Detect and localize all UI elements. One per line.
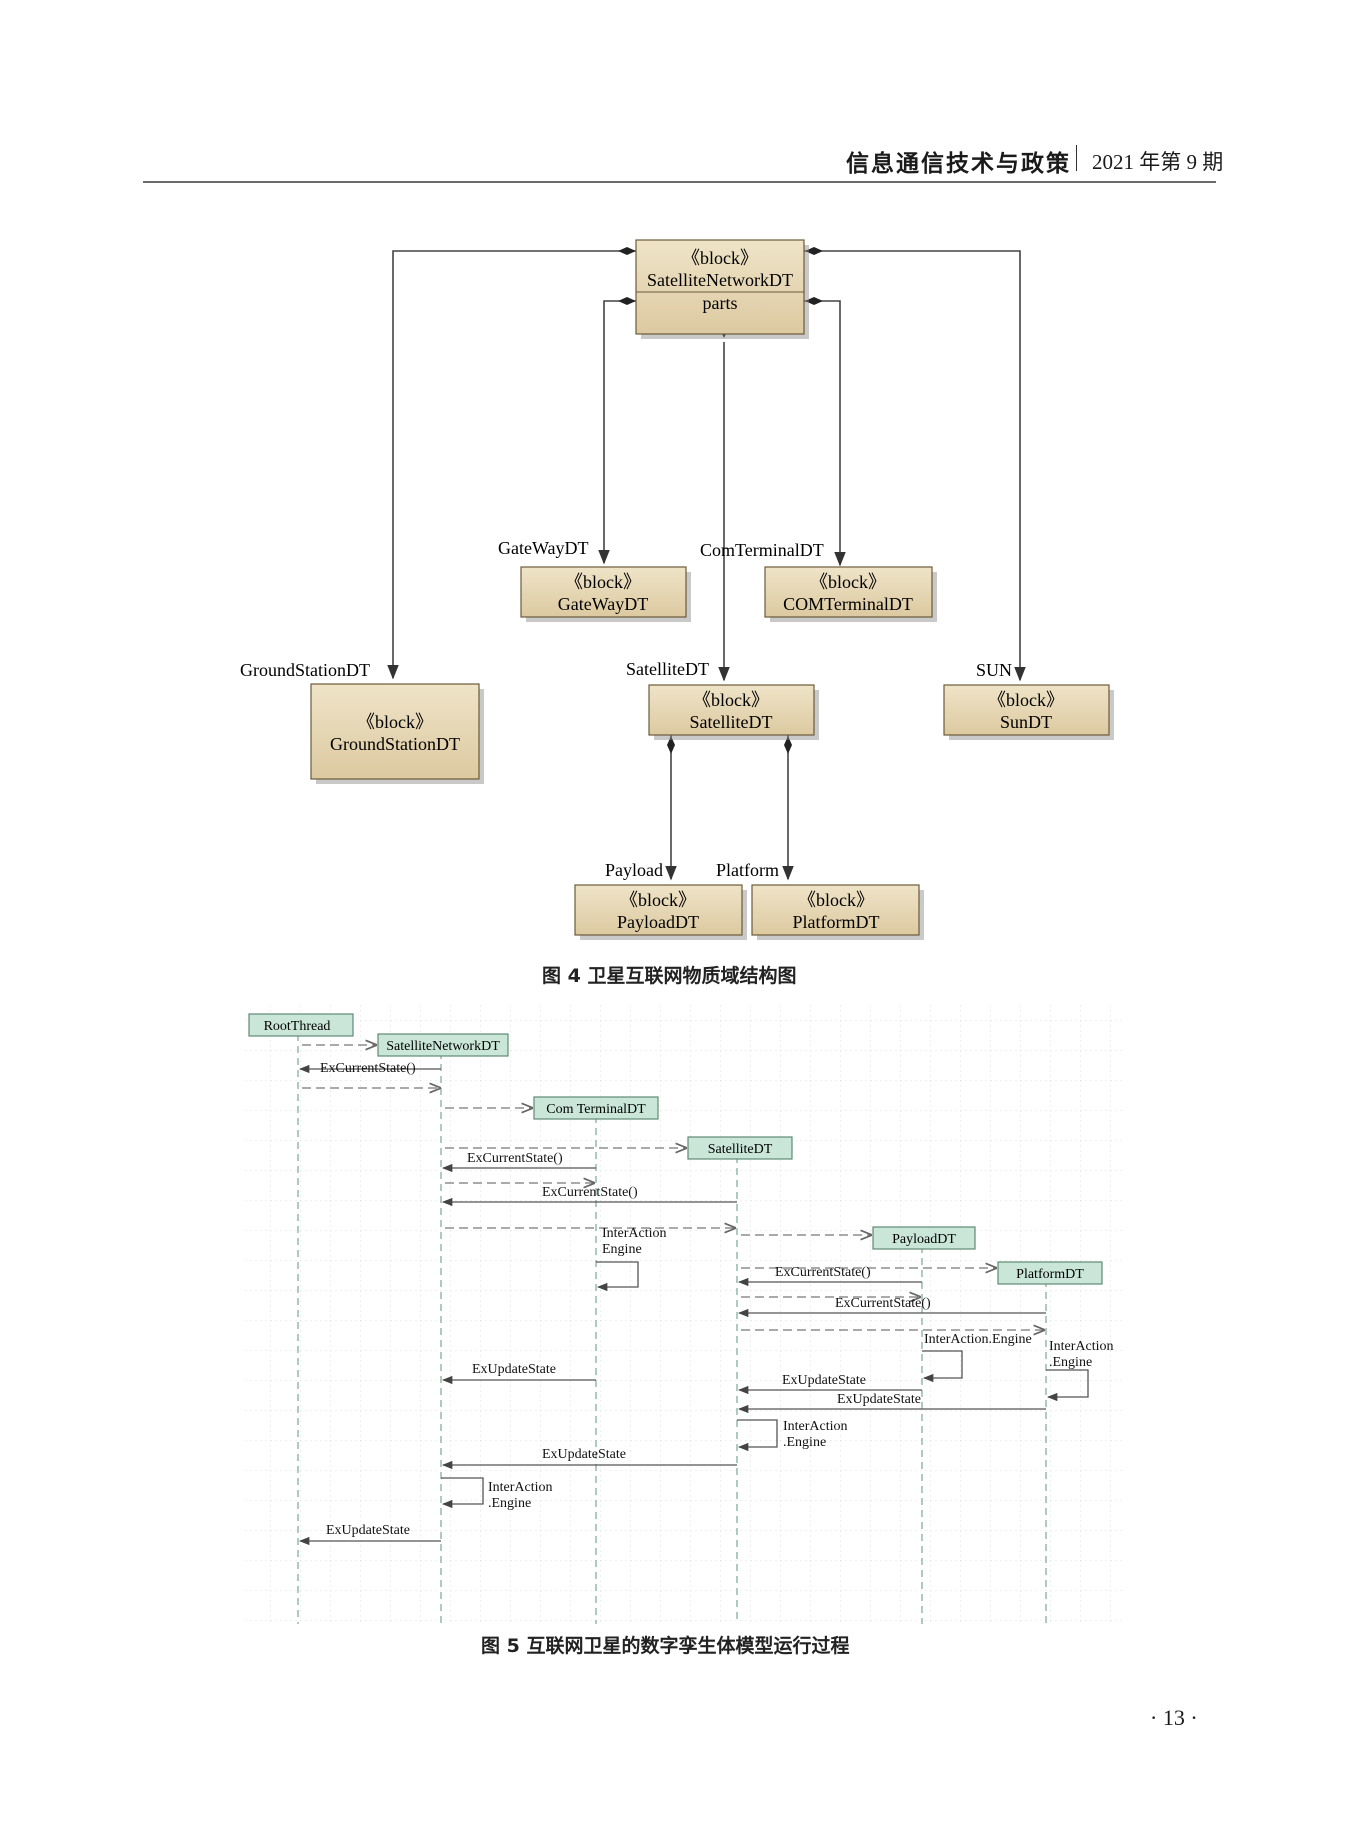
- compartment-label: parts: [703, 293, 738, 313]
- journal-title: 信息通信技术与政策: [846, 150, 1071, 177]
- svg-text:《block》: 《block》: [988, 690, 1064, 710]
- lifeline-head-satnet: SatelliteNetworkDT: [377, 1033, 509, 1057]
- block-comterminal: 《block》 COMTerminalDT: [764, 566, 937, 622]
- svg-text:PlatformDT: PlatformDT: [1016, 1267, 1084, 1282]
- role-label-satellite: SatelliteDT: [626, 659, 709, 679]
- figure5-sequence-diagram: RootThread SatelliteNetworkDT Com Termin…: [243, 1004, 1123, 1624]
- svg-text:ExCurrentState(): ExCurrentState(): [467, 1151, 563, 1166]
- diamond-icon: [805, 297, 823, 305]
- lifeline-head-satellite: SatelliteDT: [687, 1136, 793, 1160]
- svg-text:《block》: 《block》: [565, 572, 641, 592]
- svg-text:ExCurrentState(): ExCurrentState(): [775, 1265, 871, 1280]
- svg-text:ExUpdateState: ExUpdateState: [782, 1373, 866, 1388]
- header-rule: [143, 181, 1216, 183]
- lifeline-head-platform: PlatformDT: [997, 1261, 1103, 1285]
- svg-text:Com TerminalDT: Com TerminalDT: [546, 1102, 646, 1117]
- diamond-icon: [618, 297, 636, 305]
- svg-text:InterAction: InterAction: [1049, 1339, 1114, 1354]
- block-groundstation: 《block》 GroundStationDT: [310, 683, 484, 784]
- svg-text:SatelliteDT: SatelliteDT: [708, 1142, 773, 1157]
- role-label-gateway: GateWayDT: [498, 538, 589, 558]
- block-satellite-network: 《block》 SatelliteNetworkDT parts: [635, 239, 809, 339]
- link-root-comterminal: [804, 300, 846, 567]
- block-name: GroundStationDT: [330, 734, 460, 754]
- block-sun: 《block》 SunDT: [943, 684, 1114, 740]
- role-label-sun: SUN: [976, 660, 1012, 680]
- svg-text:InterAction: InterAction: [783, 1419, 848, 1434]
- block-name: SatelliteDT: [690, 712, 773, 732]
- block-gateway: 《block》 GateWayDT: [520, 566, 691, 622]
- figure4-block-diagram: 《block》 SatelliteNetworkDT parts GateWay…: [240, 239, 1114, 940]
- svg-text:InterAction: InterAction: [602, 1226, 667, 1241]
- svg-text:.Engine: .Engine: [1049, 1355, 1092, 1370]
- grid-background: [243, 1004, 1123, 1624]
- block-name: PlatformDT: [793, 912, 880, 932]
- block-platform: 《block》 PlatformDT: [751, 884, 924, 940]
- role-label-platform: Platform: [716, 860, 779, 880]
- svg-text:.Engine: .Engine: [488, 1496, 531, 1511]
- block-name: PayloadDT: [617, 912, 699, 932]
- svg-text:PayloadDT: PayloadDT: [892, 1232, 956, 1247]
- svg-text:ExUpdateState: ExUpdateState: [542, 1447, 626, 1462]
- role-label-payload: Payload: [605, 860, 663, 880]
- lifeline-head-comterm: Com TerminalDT: [533, 1096, 659, 1120]
- link-root-sun: [804, 250, 1026, 682]
- svg-text:《block》: 《block》: [810, 572, 886, 592]
- block-payload: 《block》 PayloadDT: [574, 884, 747, 940]
- diamond-icon: [667, 736, 675, 754]
- svg-text:ExCurrentState(): ExCurrentState(): [835, 1296, 931, 1311]
- svg-text:《block》: 《block》: [620, 890, 696, 910]
- block-name: SunDT: [1000, 712, 1052, 732]
- lifeline-head-payload: PayloadDT: [872, 1226, 976, 1250]
- svg-text:Engine: Engine: [602, 1242, 642, 1257]
- figure4-caption: 图 4 卫星互联网物质域结构图: [542, 965, 797, 987]
- svg-text:ExCurrentState(): ExCurrentState(): [320, 1061, 416, 1076]
- svg-text:ExUpdateState: ExUpdateState: [326, 1523, 410, 1538]
- figure5-caption: 图 5 互联网卫星的数字孪生体模型运行过程: [481, 1635, 850, 1657]
- svg-text:《block》: 《block》: [693, 690, 769, 710]
- link-root-gateway: [598, 300, 637, 565]
- block-name: SatelliteNetworkDT: [647, 270, 793, 290]
- stereotype-label: 《block》: [682, 248, 758, 268]
- svg-text:ExUpdateState: ExUpdateState: [837, 1392, 921, 1407]
- svg-text:SatelliteNetworkDT: SatelliteNetworkDT: [386, 1039, 500, 1054]
- block-name: COMTerminalDT: [783, 594, 913, 614]
- block-satellite: 《block》 SatelliteDT: [648, 684, 819, 740]
- role-label-groundstation: GroundStationDT: [240, 660, 370, 680]
- diamond-icon: [618, 247, 636, 255]
- block-name: GateWayDT: [558, 594, 649, 614]
- page-number: · 13 ·: [1150, 1705, 1198, 1730]
- svg-text:《block》: 《block》: [357, 712, 433, 732]
- link-root-groundstation: [387, 250, 637, 680]
- diamond-icon: [805, 247, 823, 255]
- svg-text:ExCurrentState(): ExCurrentState(): [542, 1185, 638, 1200]
- svg-text:InterAction.Engine: InterAction.Engine: [924, 1332, 1032, 1347]
- lifeline-head-root: RootThread: [248, 1013, 354, 1037]
- issue-label: 2021 年第 9 期: [1092, 150, 1224, 174]
- header-separator: [1076, 145, 1077, 171]
- role-label-comterminal: ComTerminalDT: [700, 540, 824, 560]
- svg-text:ExUpdateState: ExUpdateState: [472, 1362, 556, 1377]
- svg-text:RootThread: RootThread: [264, 1019, 331, 1034]
- svg-text:.Engine: .Engine: [783, 1435, 826, 1450]
- svg-text:《block》: 《block》: [798, 890, 874, 910]
- diamond-icon: [784, 736, 792, 754]
- svg-text:InterAction: InterAction: [488, 1480, 553, 1495]
